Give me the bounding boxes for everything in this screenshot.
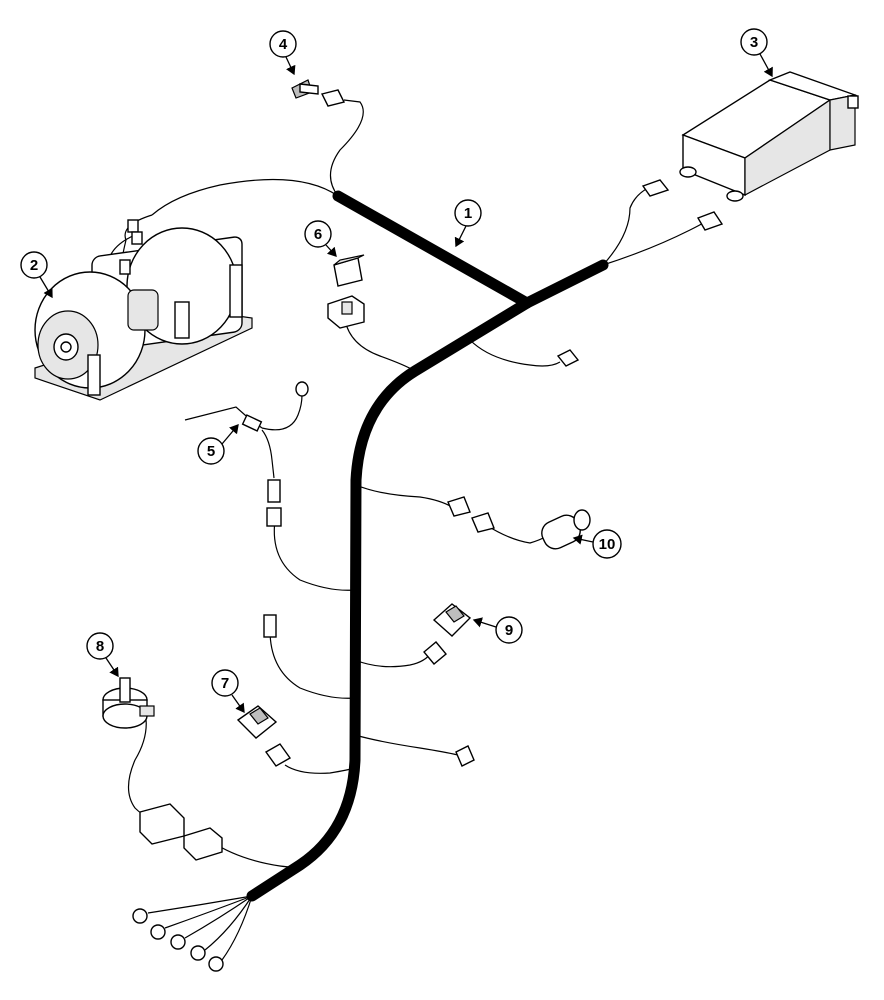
blower-motor (34, 219, 253, 401)
callout-label: 2 (30, 257, 38, 274)
switch-right (423, 603, 472, 665)
callout-label: 5 (207, 443, 215, 460)
callout-blower-motor: 2 (20, 251, 53, 299)
lower-connector (455, 745, 475, 767)
callout-relay: 6 (304, 220, 337, 257)
sensor-connectors (266, 479, 282, 527)
ring-terminals (132, 908, 224, 972)
callout-label: 7 (221, 675, 229, 692)
top-connector (291, 79, 346, 107)
callout-label: 8 (96, 638, 104, 655)
main-harness (246, 190, 609, 902)
pot-connectors (139, 803, 223, 861)
callout-connector-top: 4 (269, 30, 297, 76)
potentiometer (102, 677, 155, 729)
callout-switch-right: 9 (472, 616, 523, 644)
control-module (679, 71, 859, 202)
pressure-switch (447, 496, 591, 550)
loop-connector (263, 614, 277, 638)
small-connector (556, 349, 580, 367)
callout-potentiometer: 8 (86, 632, 119, 678)
callout-label: 1 (464, 205, 472, 222)
relay (327, 254, 365, 329)
sensor-lead (184, 381, 309, 432)
callout-switch-left: 7 (211, 669, 245, 714)
callout-sensor-lead: 5 (197, 424, 239, 465)
callout-label: 10 (599, 536, 616, 553)
callout-label: 3 (750, 34, 758, 51)
callout-control-module: 3 (740, 28, 773, 78)
callout-label: 4 (279, 36, 288, 53)
callout-label: 6 (314, 226, 322, 243)
callout-harness: 1 (454, 199, 482, 248)
callout-label: 9 (505, 622, 513, 639)
switch-left (236, 705, 292, 767)
module-connectors (641, 179, 724, 231)
callout-pressure-switch: 10 (572, 529, 622, 559)
